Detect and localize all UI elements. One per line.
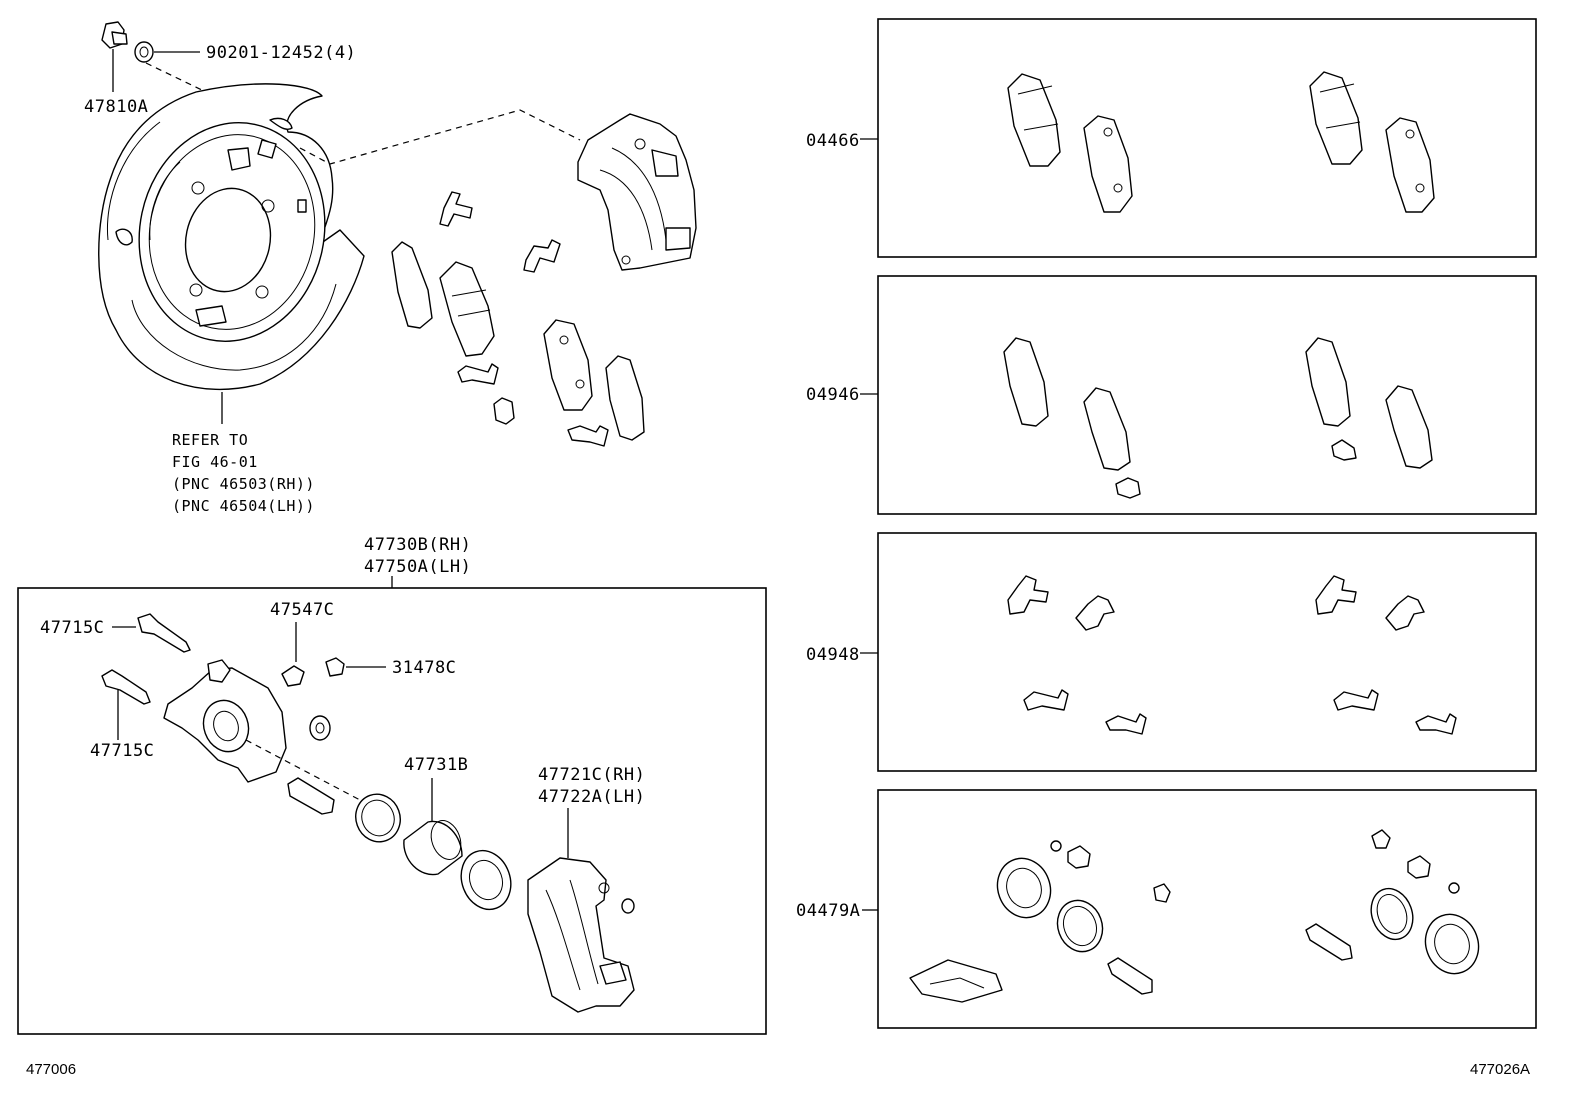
brake-pad-2[interactable] bbox=[543, 319, 593, 411]
kit-04479a-seals-right[interactable] bbox=[1305, 829, 1487, 981]
washer-90201[interactable] bbox=[134, 41, 200, 63]
dust-boot-small[interactable] bbox=[309, 715, 331, 741]
kit-label-04946: 04946 bbox=[806, 385, 860, 405]
kit-label-04948: 04948 bbox=[806, 645, 860, 665]
label-47715c-upper: 47715C bbox=[40, 618, 104, 638]
clip-top-1[interactable] bbox=[439, 191, 473, 227]
label-47547c: 47547C bbox=[270, 600, 334, 620]
brake-pad-shim-1[interactable] bbox=[391, 241, 433, 329]
refer-line-4: (PNC 46504(LH)) bbox=[172, 497, 315, 515]
label-47731b: 47731B bbox=[404, 755, 468, 775]
piston-seal-ring[interactable] bbox=[349, 788, 407, 848]
clip-top-4[interactable] bbox=[493, 397, 515, 425]
caliper-assembly-top[interactable] bbox=[577, 113, 697, 271]
footer-left-code: 477006 bbox=[26, 1061, 76, 1078]
label-47730b-rh: 47730B(RH) bbox=[364, 535, 471, 555]
backing-plate[interactable] bbox=[98, 83, 365, 424]
clip-top-5[interactable] bbox=[567, 425, 609, 447]
kit-box-04466 bbox=[877, 18, 1537, 258]
bleeder-plug[interactable] bbox=[281, 665, 305, 687]
refer-line-1: REFER TO bbox=[172, 431, 248, 449]
kit-04466-pads-left[interactable] bbox=[1007, 73, 1133, 213]
label-31478c: 31478C bbox=[392, 658, 456, 678]
label-90201: 90201-12452(4) bbox=[206, 43, 356, 63]
guide-pin-lower[interactable] bbox=[101, 669, 151, 705]
label-47721c-rh: 47721C(RH) bbox=[538, 765, 645, 785]
kit-box-04946 bbox=[877, 275, 1537, 515]
label-47750a-lh: 47750A(LH) bbox=[364, 557, 471, 577]
bolt-47810a[interactable] bbox=[101, 21, 128, 92]
clip-top-2[interactable] bbox=[523, 239, 561, 273]
label-47715c-lower: 47715C bbox=[90, 741, 154, 761]
guide-pin-upper[interactable] bbox=[137, 613, 191, 653]
brake-pad-1[interactable] bbox=[439, 261, 495, 357]
kit-label-04479a: 04479A bbox=[796, 901, 860, 921]
kit-04946-shims-left[interactable] bbox=[1003, 337, 1141, 499]
kit-04946-shims-right[interactable] bbox=[1305, 337, 1433, 469]
bleeder-cap[interactable] bbox=[325, 657, 345, 677]
piston[interactable] bbox=[403, 816, 466, 876]
small-plug[interactable] bbox=[621, 898, 635, 914]
label-47810a: 47810A bbox=[84, 97, 148, 117]
guide-pin-sleeve[interactable] bbox=[287, 777, 335, 815]
kit-04466-pads-right[interactable] bbox=[1309, 71, 1435, 213]
kit-box-04479a bbox=[877, 789, 1537, 1029]
clip-top-3[interactable] bbox=[457, 363, 499, 385]
kit-04479a-seals-left[interactable] bbox=[909, 840, 1171, 1003]
caliper-mounting-bracket[interactable] bbox=[527, 857, 635, 1013]
kit-box-04948 bbox=[877, 532, 1537, 772]
piston-boot[interactable] bbox=[453, 844, 519, 917]
caliper-body[interactable] bbox=[163, 659, 287, 783]
refer-line-3: (PNC 46503(RH)) bbox=[172, 475, 315, 493]
label-47722a-lh: 47722A(LH) bbox=[538, 787, 645, 807]
refer-line-2: FIG 46-01 bbox=[172, 453, 258, 471]
brake-pad-shim-2[interactable] bbox=[605, 355, 645, 441]
caliper-box bbox=[17, 587, 767, 1035]
footer-right-code: 477026A bbox=[1470, 1061, 1530, 1078]
kit-label-04466: 04466 bbox=[806, 131, 860, 151]
kit-04948-clips-left[interactable] bbox=[1007, 575, 1147, 735]
kit-04948-clips-right[interactable] bbox=[1315, 575, 1457, 735]
